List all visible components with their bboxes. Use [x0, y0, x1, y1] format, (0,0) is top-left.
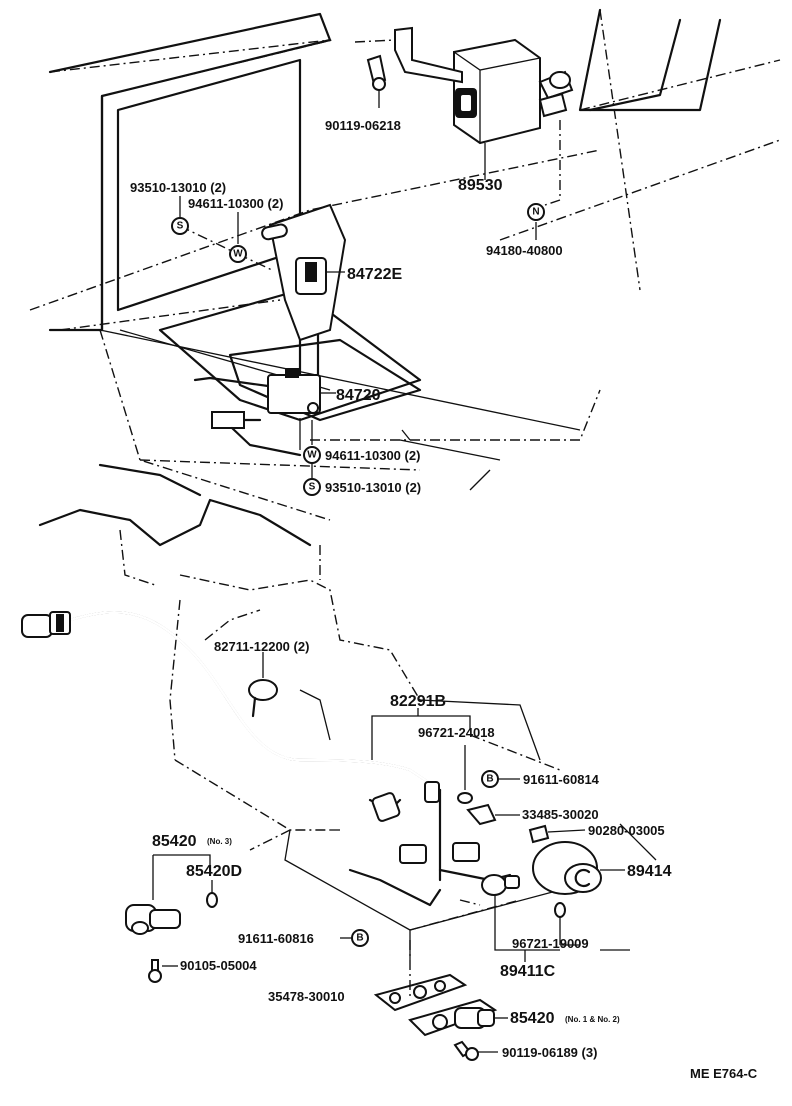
symbol-w-bottom: W: [303, 446, 321, 464]
solenoid-85420-no1-no2: [408, 998, 508, 1037]
lower-leaders: [409, 734, 657, 1000]
bolt-90119-06189: [453, 1040, 498, 1061]
svg-text:S: S: [177, 221, 184, 232]
solenoid-85420-no3: [125, 854, 218, 935]
label-94611-10300-bottom: 94611-10300 (2): [325, 448, 420, 463]
wire-harness: [21, 610, 442, 882]
svg-text:W: W: [307, 450, 317, 461]
symbol-s-top: S: [171, 217, 189, 235]
label-90105-05004: 90105-05004: [180, 958, 257, 973]
symbol-s-bottom: S: [303, 478, 321, 496]
label-93510-13010-bottom: 93510-13010 (2): [325, 480, 421, 495]
label-96721-19009: 96721-19009: [512, 936, 589, 951]
gasket-35478-30010: [373, 973, 468, 1012]
symbol-w-top: W: [229, 245, 247, 263]
console-floor-outline: [29, 8, 781, 521]
bolt-90105-05004: [148, 959, 178, 983]
label-85420D: 85420D: [186, 863, 242, 880]
label-96721-24018: 96721-24018: [418, 725, 495, 740]
label-82711-12200: 82711-12200 (2): [214, 639, 309, 654]
oring-96721-19009: [554, 902, 566, 945]
label-85420-no3-note: (No. 3): [207, 837, 232, 846]
svg-text:B: B: [356, 933, 363, 944]
svg-text:W: W: [233, 249, 243, 260]
label-82291B: 82291B: [390, 693, 446, 710]
part-89414: [532, 841, 625, 895]
label-90119-06189: 90119-06189 (3): [502, 1045, 597, 1060]
svg-text:B: B: [486, 774, 493, 785]
plate-33485-30020: [466, 803, 520, 826]
label-93510-13010-top: 93510-13010 (2): [130, 180, 226, 195]
label-35478-30010: 35478-30010: [268, 989, 345, 1004]
label-91611-60814: 91611-60814: [523, 772, 600, 787]
label-33485-30020: 33485-30020: [522, 807, 599, 822]
label-94180-40800: 94180-40800: [486, 243, 563, 258]
symbol-n: N: [527, 203, 545, 221]
label-84722E: 84722E: [347, 266, 402, 283]
transmission-housing: [38, 463, 561, 960]
label-90119-06218: 90119-06218: [325, 118, 401, 133]
label-90280-03005: 90280-03005: [588, 823, 665, 838]
bracket-89411C: [494, 895, 580, 962]
label-94611-10300-top: 94611-10300 (2): [188, 196, 283, 211]
diagram-id: ME E764-C: [690, 1066, 758, 1081]
bracket-82291B: [371, 708, 471, 760]
control-module-89530: [354, 26, 574, 206]
label-89530: 89530: [458, 177, 503, 194]
symbol-b-lower: B: [340, 929, 369, 947]
label-91611-60816: 91611-60816: [238, 931, 314, 946]
bolt-90119-06218: [366, 54, 387, 108]
label-85420-no1-no2-note: (No. 1 & No. 2): [565, 1015, 620, 1024]
label-89414: 89414: [627, 863, 672, 880]
svg-text:S: S: [309, 482, 316, 493]
clamp-82711-12200: [248, 652, 278, 718]
symbol-b-upper: B: [481, 770, 520, 788]
clip-90280-03005: [528, 824, 586, 844]
label-89411C: 89411C: [500, 963, 556, 980]
upper-leaders: [179, 196, 537, 478]
speed-sensor-89411C: [348, 842, 520, 907]
shift-lock-switch: [295, 257, 345, 295]
svg-text:N: N: [532, 207, 539, 218]
label-85420-no3: 85420: [152, 833, 197, 850]
shift-lock-computer: [193, 368, 321, 457]
label-84720: 84720: [336, 387, 381, 404]
label-85420-no1-no2: 85420: [510, 1010, 555, 1027]
oring-96721-24018: [457, 745, 473, 804]
